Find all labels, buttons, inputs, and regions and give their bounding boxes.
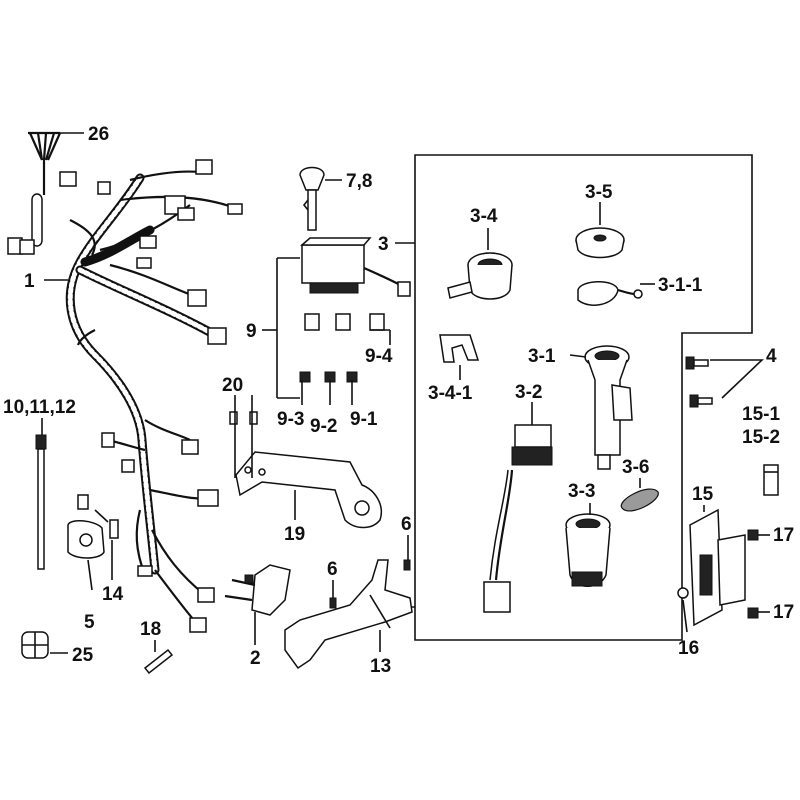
screws-part-4 — [685, 356, 713, 408]
key-part-7-8 — [299, 166, 325, 231]
fuse-box-part-15 — [689, 508, 746, 627]
label-3-6: 3-6 — [622, 457, 649, 478]
screw-part-17 — [747, 529, 759, 619]
label-18: 18 — [140, 619, 161, 640]
label-13: 13 — [370, 656, 391, 677]
label-9-4: 9-4 — [365, 346, 393, 367]
label-3-2: 3-2 — [515, 382, 542, 403]
cover-part-3-1-1 — [577, 281, 643, 306]
sensor-part-5 — [67, 494, 105, 559]
nut-part-16 — [677, 587, 689, 599]
clip-part-3-4-1 — [439, 334, 480, 363]
main-wiring-harness — [59, 159, 243, 633]
cable-tie-part-10-11-12 — [35, 434, 47, 570]
bolt-part-6 — [329, 559, 411, 609]
label-3-4: 3-4 — [470, 206, 498, 227]
label-4: 4 — [766, 346, 777, 367]
label-3: 3 — [378, 234, 389, 255]
label-2: 2 — [250, 648, 261, 669]
label-3-3: 3-3 — [568, 481, 595, 502]
bracket-part-19 — [235, 451, 382, 529]
label-3-5: 3-5 — [585, 182, 613, 203]
ignition-kit-frame — [414, 154, 753, 641]
label-3-4-1: 3-4-1 — [428, 383, 473, 404]
relay-box-part-9 — [299, 237, 411, 383]
label-6-right: 6 — [401, 514, 412, 535]
bolts-part-20 — [229, 411, 258, 425]
label-5: 5 — [84, 612, 95, 633]
label-9: 9 — [246, 321, 257, 342]
label-3-1: 3-1 — [528, 346, 556, 367]
label-19: 19 — [284, 524, 305, 545]
label-15-1: 15-1 — [742, 404, 780, 425]
fuse-part-15-1-15-2 — [763, 464, 779, 496]
label-17-bottom: 17 — [773, 602, 794, 623]
label-3-1-1: 3-1-1 — [658, 275, 703, 296]
wire-clip-part-26 — [7, 131, 62, 255]
cap-part-3-5 — [575, 227, 625, 259]
label-20: 20 — [222, 375, 243, 396]
bracket-part-13 — [284, 559, 413, 670]
label-1: 1 — [24, 271, 35, 292]
label-6-left: 6 — [327, 559, 338, 580]
label-26: 26 — [88, 124, 109, 145]
label-7-8: 7,8 — [346, 171, 372, 192]
bracket-part-2 — [224, 564, 291, 616]
lock-part-3-4 — [447, 252, 513, 300]
pin-part-18 — [143, 648, 174, 675]
screw-part-14 — [109, 519, 119, 539]
label-9-2: 9-2 — [310, 416, 337, 437]
label-16: 16 — [678, 638, 699, 659]
label-15: 15 — [692, 484, 714, 505]
label-25: 25 — [72, 645, 94, 666]
label-14: 14 — [102, 584, 124, 605]
grip-part-3-6 — [620, 488, 659, 512]
ignition-switch-part-3-1 — [584, 345, 633, 470]
leader-lines — [41, 132, 770, 654]
label-15-2: 15-2 — [742, 427, 780, 448]
seat-lock-cable-part-3-2 — [483, 424, 553, 613]
connector-cap-part-25 — [21, 631, 49, 659]
lock-part-3-3 — [565, 513, 611, 587]
label-10-11-12: 10,11,12 — [3, 397, 76, 418]
callout-labels: 26 1 7,8 9 9-4 9-3 9-2 9-1 20 19 10,11,1… — [3, 124, 794, 677]
label-9-1: 9-1 — [350, 409, 378, 430]
label-9-3: 9-3 — [277, 409, 304, 430]
label-17-top: 17 — [773, 525, 794, 546]
